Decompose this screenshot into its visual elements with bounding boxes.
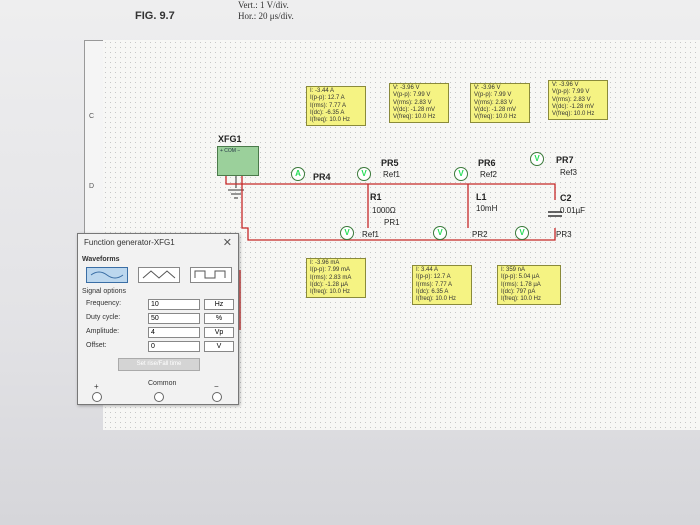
l1-value: 10mH bbox=[476, 204, 498, 213]
probe-pr2-icon[interactable]: V bbox=[433, 226, 447, 240]
plus-terminal-icon[interactable] bbox=[92, 392, 102, 402]
signal-options-label: Signal options bbox=[82, 288, 126, 295]
c2-label: C2 bbox=[560, 193, 572, 203]
duty-cycle-input[interactable]: 50 bbox=[148, 313, 200, 324]
frequency-unit[interactable]: Hz bbox=[204, 299, 234, 310]
probe-pr4-icon[interactable]: A bbox=[291, 167, 305, 181]
amplitude-input[interactable]: 4 bbox=[148, 327, 200, 338]
amplitude-unit[interactable]: Vp bbox=[204, 327, 234, 338]
ref2-label: Ref2 bbox=[480, 170, 497, 179]
frequency-label: Frequency: bbox=[86, 300, 122, 307]
minus-terminal-label: − bbox=[214, 382, 219, 391]
pr1-label: PR1 bbox=[384, 218, 400, 227]
pr2-label: PR2 bbox=[472, 230, 488, 239]
common-terminal-icon[interactable] bbox=[154, 392, 164, 402]
minus-terminal-icon[interactable] bbox=[212, 392, 222, 402]
close-icon[interactable]: ✕ bbox=[222, 237, 232, 249]
ref1b-label: Ref1 bbox=[362, 230, 379, 239]
duty-cycle-label: Duty cycle: bbox=[86, 314, 121, 321]
set-rise-fall-time-button[interactable]: Set rise/Fall time bbox=[118, 358, 200, 371]
square-wave-button[interactable] bbox=[190, 267, 232, 283]
offset-unit[interactable]: V bbox=[204, 341, 234, 352]
scale-vert: Vert.: 1 V/div. bbox=[238, 0, 289, 10]
function-generator-symbol[interactable]: + COM − bbox=[217, 146, 259, 176]
sine-wave-button[interactable] bbox=[86, 267, 128, 283]
frequency-input[interactable]: 10 bbox=[148, 299, 200, 310]
triangle-wave-button[interactable] bbox=[138, 267, 180, 283]
pr4-label: PR4 bbox=[313, 172, 331, 182]
xfg-label: XFG1 bbox=[218, 134, 242, 144]
figure-label: FIG. 9.7 bbox=[135, 10, 175, 22]
scale-annotation: Vert.: 1 V/div. Hor.: 20 μs/div. bbox=[238, 0, 294, 22]
pr6-label: PR6 bbox=[478, 158, 496, 168]
ruler-mark-d: D bbox=[89, 183, 95, 190]
plus-terminal-label: + bbox=[94, 382, 99, 391]
probe-pr7-icon[interactable]: V bbox=[530, 152, 544, 166]
waveforms-label: Waveforms bbox=[82, 256, 120, 263]
pr3-label: PR3 bbox=[556, 230, 572, 239]
c2-value: 0.01µF bbox=[560, 206, 586, 215]
offset-label: Offset: bbox=[86, 342, 107, 349]
l1-label: L1 bbox=[476, 192, 487, 202]
function-generator-panel: Function generator-XFG1 ✕ Waveforms Sign… bbox=[77, 233, 239, 405]
r1-label: R1 bbox=[370, 192, 382, 202]
panel-title: Function generator-XFG1 bbox=[84, 238, 175, 247]
pr7-label: PR7 bbox=[556, 155, 574, 165]
amplitude-label: Amplitude: bbox=[86, 328, 120, 335]
xfg-pins: + COM − bbox=[220, 148, 241, 154]
ref1-label: Ref1 bbox=[383, 170, 400, 179]
common-terminal-label: Common bbox=[148, 380, 177, 387]
scale-hor: Hor.: 20 μs/div. bbox=[238, 11, 294, 21]
probe-pr1-icon[interactable]: V bbox=[340, 226, 354, 240]
duty-cycle-unit[interactable]: % bbox=[204, 313, 234, 324]
pr5-label: PR5 bbox=[381, 158, 399, 168]
probe-pr6-icon[interactable]: V bbox=[454, 167, 468, 181]
probe-pr5-icon[interactable]: V bbox=[357, 167, 371, 181]
offset-input[interactable]: 0 bbox=[148, 341, 200, 352]
r1-value: 1000Ω bbox=[372, 206, 396, 215]
ruler-mark-c: C bbox=[89, 113, 95, 120]
probe-pr3-icon[interactable]: V bbox=[515, 226, 529, 240]
ref3-label: Ref3 bbox=[560, 168, 577, 177]
